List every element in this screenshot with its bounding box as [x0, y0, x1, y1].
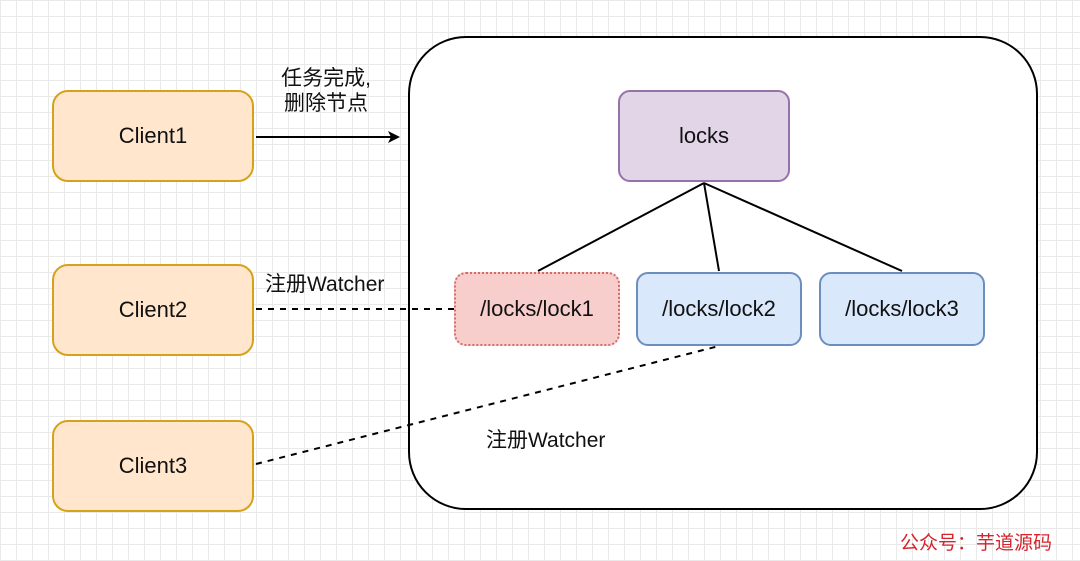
client2-box: Client2 [52, 264, 254, 356]
watermark-text: 公众号：芋道源码 [900, 533, 1053, 554]
watcher-label-lock2: 注册Watcher [486, 429, 606, 452]
client1-box: Client1 [52, 90, 254, 182]
locks-root-node: locks [618, 90, 790, 182]
client3-box: Client3 [52, 420, 254, 512]
lock3-node: /locks/lock3 [819, 272, 985, 346]
watcher-label-lock1: 注册Watcher [265, 273, 385, 296]
lock2-node: /locks/lock2 [636, 272, 802, 346]
task-complete-label: 任务完成, 删除节点 [262, 66, 390, 116]
task-complete-line2: 删除节点 [284, 92, 368, 116]
lock1-node: /locks/lock1 [454, 272, 620, 346]
task-complete-line1: 任务完成, [281, 67, 371, 90]
